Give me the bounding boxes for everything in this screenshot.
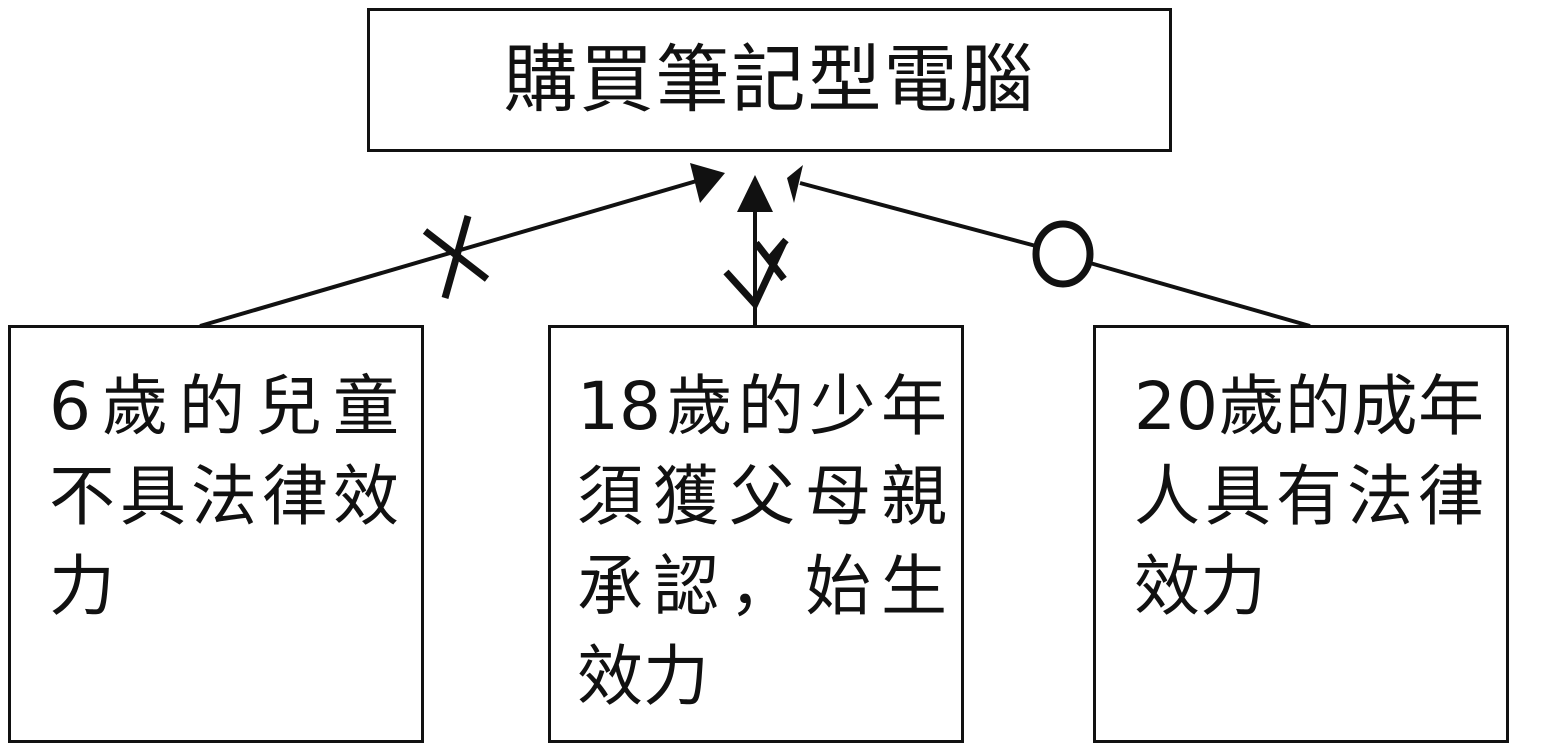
party-box-child: 6歲的兒童不具法律效力	[8, 325, 424, 743]
party-label-teen: 18歲的少年須獲父母親承認，始生效力	[577, 368, 947, 715]
party-label-adult: 20歲的成年人具有法律效力	[1134, 368, 1484, 625]
party-box-teen: 18歲的少年須獲父母親承認，始生效力	[548, 325, 964, 743]
arrowhead-icon	[690, 163, 725, 203]
cross-icon	[422, 215, 490, 299]
target-action-box: 購買筆記型電腦	[367, 8, 1172, 152]
arrowhead-icon	[787, 165, 803, 203]
party-label-child: 6歲的兒童不具法律效力	[49, 368, 399, 625]
arrowhead-icon	[737, 175, 773, 212]
arrow-child-to-target	[199, 163, 725, 328]
circle-icon	[1032, 220, 1094, 288]
cross-icon	[753, 237, 789, 282]
arrow-teen-to-target	[723, 175, 789, 325]
party-box-adult: 20歲的成年人具有法律效力	[1093, 325, 1509, 743]
arrow-adult-to-target	[787, 165, 1311, 328]
target-action-label: 購買筆記型電腦	[503, 37, 1036, 123]
